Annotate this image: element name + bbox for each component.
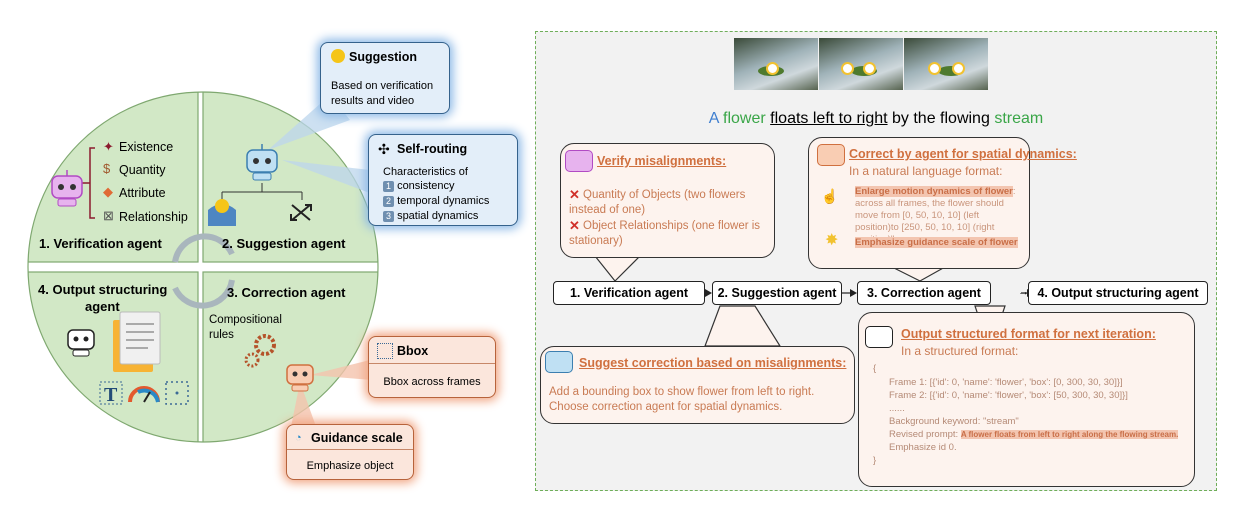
output-ellipsis: ...... bbox=[889, 403, 905, 414]
robot-icon-output bbox=[67, 329, 95, 357]
compositional-rules-line2: rules bbox=[209, 329, 234, 341]
lightbulb-icon bbox=[331, 49, 345, 63]
gauge-icon: ◔ bbox=[295, 432, 302, 444]
verify-item: Quantity of Objects (two flowers instead… bbox=[569, 189, 746, 216]
relationship-icon: ⊠ bbox=[103, 208, 114, 223]
video-frame bbox=[904, 38, 988, 90]
suggest-title: Suggest correction based on misalignment… bbox=[579, 356, 847, 370]
verify-box: Verify misalignments: ✕ Quantity of Obje… bbox=[560, 143, 775, 258]
compositional-rules-line1: Compositional bbox=[209, 314, 282, 326]
routing-arrows-icon: ✣ bbox=[378, 141, 390, 157]
step-suggestion: 2. Suggestion agent bbox=[712, 281, 842, 305]
robot-icon bbox=[817, 144, 845, 166]
output-frame-line: Frame 2: [{'id': 0, 'name': 'flower', 'b… bbox=[889, 390, 1128, 401]
x-mark-icon: ✕ bbox=[569, 187, 580, 202]
text-icon: T bbox=[99, 381, 123, 406]
output-box: Output structured format for next iterat… bbox=[858, 312, 1195, 487]
output-brace-close: } bbox=[873, 455, 877, 466]
cycle-arrow-top bbox=[172, 233, 235, 263]
self-routing-beam bbox=[282, 160, 375, 195]
output-agent-label-line2: agent bbox=[85, 299, 120, 314]
guidance-callout: ◔ Guidance scale Emphasize object bbox=[286, 424, 414, 480]
verification-bracket bbox=[82, 147, 95, 219]
step-arrow-icon: → bbox=[1018, 286, 1029, 298]
guidance-callout-body: Emphasize object bbox=[306, 460, 394, 472]
robot-icon bbox=[865, 326, 893, 348]
correct-subtitle: In a natural language format: bbox=[849, 164, 1003, 178]
verification-item-existence: Existence bbox=[119, 140, 174, 154]
self-routing-intro: Characteristics of bbox=[383, 166, 468, 178]
correct-box: Correct by agent for spatial dynamics: I… bbox=[808, 137, 1077, 269]
bbox-callout-title: Bbox bbox=[397, 344, 429, 358]
bbox-callout: Bbox Bbox across frames bbox=[368, 336, 496, 398]
gears-icon bbox=[244, 334, 276, 368]
guidance-beam bbox=[290, 382, 318, 432]
self-routing-title: Self-routing bbox=[397, 142, 468, 156]
verification-agent-label: 1. Verification agent bbox=[39, 236, 162, 251]
robot-icon bbox=[545, 351, 573, 373]
suggestion-agent-label: 2. Suggestion agent bbox=[222, 236, 346, 251]
robot-icon-suggestion bbox=[246, 144, 278, 181]
output-agent-label-line1: 4. Output structuring bbox=[38, 282, 168, 297]
bbox-grid-icon bbox=[165, 381, 189, 405]
attribute-icon: ◆ bbox=[103, 184, 113, 199]
x-mark-icon: ✕ bbox=[569, 218, 580, 233]
guidance-callout-title: Guidance scale bbox=[311, 431, 403, 445]
verification-item-relationship: Relationship bbox=[119, 210, 188, 224]
output-title: Output structured format for next iterat… bbox=[901, 327, 1156, 341]
self-routing-item: 1 consistency bbox=[383, 179, 455, 194]
suggest-box: Suggest correction based on misalignment… bbox=[540, 346, 855, 424]
svg-text:T: T bbox=[104, 384, 118, 406]
lightbulb-icon bbox=[208, 199, 236, 226]
verification-item-attribute: Attribute bbox=[119, 186, 166, 200]
document-icon bbox=[113, 311, 161, 372]
robot-icon bbox=[565, 150, 593, 172]
bbox-beam bbox=[310, 360, 372, 380]
output-subtitle: In a structured format: bbox=[901, 344, 1019, 358]
self-routing-item: 2 temporal dynamics bbox=[383, 194, 489, 209]
verification-item-quantity: Quantity bbox=[119, 163, 166, 177]
output-frame-line: Frame 1: [{'id': 0, 'name': 'flower', 'b… bbox=[889, 377, 1123, 388]
quantity-icon: $ bbox=[103, 161, 111, 176]
agent-quadrants bbox=[28, 92, 378, 442]
step-verification: 1. Verification agent bbox=[553, 281, 705, 305]
video-frame bbox=[819, 38, 903, 90]
self-routing-item: 3 spatial dynamics bbox=[383, 209, 478, 224]
verify-item: Object Relationships (one flower is stat… bbox=[569, 220, 761, 247]
robot-icon-correction bbox=[286, 364, 314, 392]
output-revised-prompt: Revised prompt: A flower floats from lef… bbox=[889, 429, 1179, 440]
robot-icon-verification bbox=[51, 170, 83, 207]
bbox-grid-icon bbox=[377, 343, 393, 359]
suggestion-tree bbox=[221, 183, 303, 200]
suggest-body: Add a bounding box to show flower from l… bbox=[549, 386, 815, 413]
gauge-icon bbox=[128, 386, 160, 403]
routing-arrows-icon bbox=[290, 204, 312, 221]
sparkle-icon: ✸ bbox=[825, 232, 839, 249]
prompt-text: A flower floats left to right by the flo… bbox=[708, 110, 1044, 127]
output-emphasize: Emphasize id 0. bbox=[889, 442, 957, 453]
step-correction: 3. Correction agent bbox=[857, 281, 991, 305]
self-routing-callout: ✣ Self-routing Characteristics of 1 cons… bbox=[368, 134, 518, 226]
existence-icon: ✦ bbox=[103, 139, 114, 154]
correct-title: Correct by agent for spatial dynamics: bbox=[849, 147, 1077, 161]
suggestion-callout-body: Based on verification results and video bbox=[331, 80, 434, 107]
verify-title: Verify misalignments: bbox=[597, 154, 727, 168]
correct-instruction: Emphasize guidance scale of flower bbox=[855, 237, 1018, 248]
suggestion-callout-title: Suggestion bbox=[349, 50, 418, 64]
video-frame bbox=[734, 38, 818, 90]
correction-agent-label: 3. Correction agent bbox=[227, 285, 346, 300]
hand-gesture-icon: ☝ bbox=[821, 188, 839, 204]
output-background: Background keyword: "stream" bbox=[889, 416, 1019, 427]
bbox-callout-body: Bbox across frames bbox=[383, 376, 481, 388]
left-diagram-svg: T bbox=[27, 91, 379, 443]
output-brace-open: { bbox=[873, 363, 877, 374]
step-output: 4. Output structuring agent bbox=[1028, 281, 1208, 305]
cycle-arrow-bottom bbox=[172, 279, 235, 309]
suggestion-callout: Suggestion Based on verification results… bbox=[320, 42, 450, 114]
